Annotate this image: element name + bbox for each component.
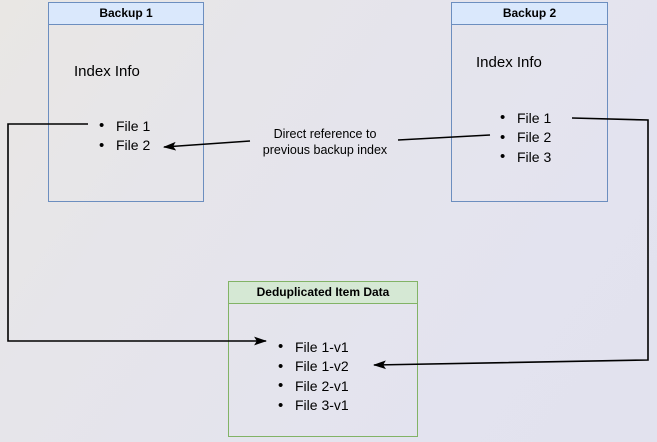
annotation-line2: previous backup index: [262, 143, 388, 157]
list-item: • File 1-v1: [278, 337, 349, 357]
backup1-index-label: Index Info: [74, 63, 140, 80]
backup2-header: Backup 2: [452, 3, 607, 25]
backup1-box: Backup 1 Index Info • File 1 • File 2: [48, 2, 204, 202]
backup1-title: Backup 1: [99, 6, 153, 20]
annotation-line1: Direct reference to: [273, 127, 377, 141]
bullet-icon: •: [278, 357, 284, 375]
file-label: File 2-v1: [295, 377, 349, 394]
file-label: File 1-v1: [295, 338, 349, 355]
list-item: • File 3: [500, 147, 551, 167]
file-label: File 1: [116, 117, 151, 134]
dedup-store-header: Deduplicated Item Data: [229, 282, 417, 304]
list-item: • File 3-v1: [278, 396, 349, 416]
dedup-store-box: Deduplicated Item Data • File 1-v1 • Fil…: [228, 281, 418, 437]
file-label: File 3: [517, 148, 552, 165]
file-label: File 2: [517, 129, 552, 146]
file-label: File 3-v1: [295, 397, 349, 414]
bullet-icon: •: [99, 136, 105, 154]
bullet-icon: •: [278, 396, 284, 414]
backup1-file-list: • File 1 • File 2: [99, 116, 150, 155]
list-item: • File 1: [99, 116, 150, 136]
file-label: File 1-v2: [295, 358, 349, 375]
file-label: File 1: [517, 109, 552, 126]
list-item: • File 1: [500, 108, 551, 128]
annotation-label: Direct reference to previous backup inde…: [244, 126, 406, 158]
list-item: • File 2: [99, 136, 150, 156]
backup2-index-label: Index Info: [476, 54, 542, 71]
bullet-icon: •: [278, 338, 284, 356]
bullet-icon: •: [99, 117, 105, 135]
backup2-title: Backup 2: [502, 6, 557, 20]
dedup-store-title: Deduplicated Item Data: [256, 285, 390, 299]
bullet-icon: •: [500, 109, 506, 127]
backup2-box: Backup 2 Index Info • File 1 • File 2 • …: [451, 2, 608, 202]
backup2-file-list: • File 1 • File 2 • File 3: [500, 108, 551, 167]
file-label: File 2: [116, 137, 151, 154]
bullet-icon: •: [500, 128, 506, 146]
list-item: • File 2: [500, 128, 551, 148]
bullet-icon: •: [278, 377, 284, 395]
list-item: • File 2-v1: [278, 376, 349, 396]
backup1-header: Backup 1: [49, 3, 203, 25]
dedup-file-list: • File 1-v1 • File 1-v2 • File 2-v1 • Fi…: [278, 337, 349, 415]
bullet-icon: •: [500, 148, 506, 166]
list-item: • File 1-v2: [278, 357, 349, 377]
